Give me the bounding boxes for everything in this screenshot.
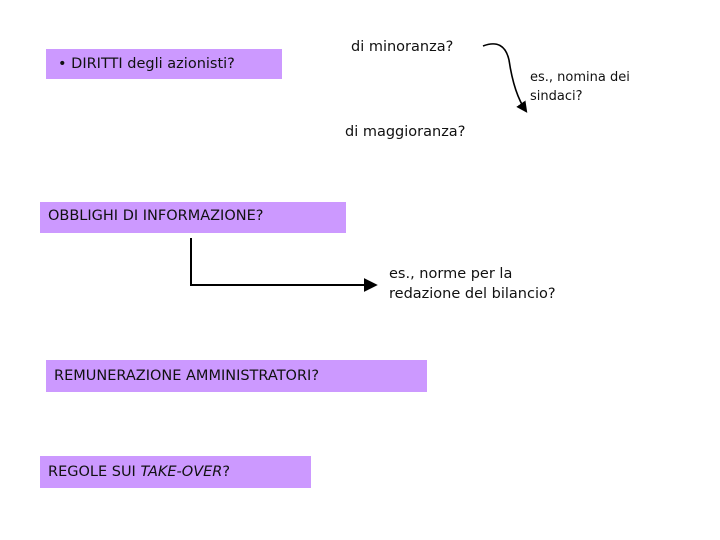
- accounts-note-line1: es., norme per la: [389, 266, 513, 282]
- rights-box: • DIRITTI degli azionisti?: [46, 49, 282, 79]
- auditors-note-line1: es., nomina dei: [530, 70, 630, 85]
- auditors-arrow: [482, 43, 528, 113]
- accounts-arrow: [190, 238, 378, 292]
- takeover-label-suffix: ?: [222, 464, 231, 480]
- takeover-label-italic: TAKE-OVER: [140, 464, 223, 480]
- takeover-label-prefix: REGOLE SUI: [48, 464, 141, 480]
- auditors-note-line2: sindaci?: [530, 89, 583, 104]
- auditors-note: es., nomina dei sindaci?: [530, 68, 630, 106]
- takeover-box: REGOLE SUI TAKE-OVER?: [40, 456, 311, 488]
- accounts-note: es., norme per la redazione del bilancio…: [389, 264, 556, 304]
- accounts-note-line2: redazione del bilancio?: [389, 286, 556, 302]
- disclosure-label: OBBLIGHI DI INFORMAZIONE?: [48, 208, 264, 224]
- remuneration-label: REMUNERAZIONE AMMINISTRATORI?: [54, 368, 320, 384]
- disclosure-box: OBBLIGHI DI INFORMAZIONE?: [40, 202, 346, 233]
- remuneration-box: REMUNERAZIONE AMMINISTRATORI?: [46, 360, 427, 392]
- minority-note: di minoranza?: [351, 39, 454, 55]
- majority-note: di maggioranza?: [345, 124, 466, 140]
- rights-label: • DIRITTI degli azionisti?: [58, 56, 235, 72]
